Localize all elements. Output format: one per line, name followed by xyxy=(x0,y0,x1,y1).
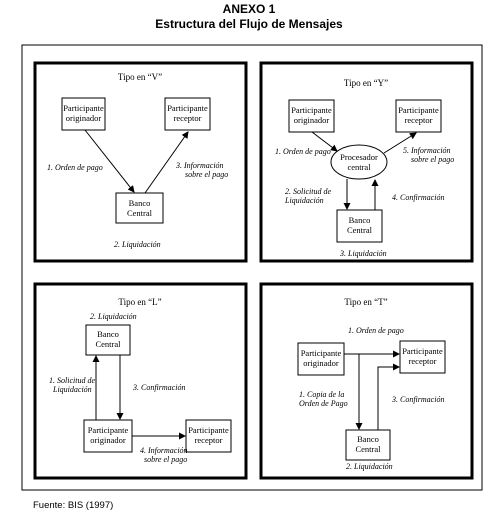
y-step1-label: 1. Orden de pago xyxy=(275,147,331,156)
t-arrow-confirm xyxy=(377,363,400,430)
t-originator-label-2: originador xyxy=(303,358,339,368)
l-receiver-label-1: Participante xyxy=(188,425,229,435)
panel-l: Tipo en “L” 2. Liquidación Banco Central… xyxy=(33,282,248,480)
t-step3-label: 3. Confirmación xyxy=(391,395,444,404)
l-receiver-label-2: receptor xyxy=(195,435,223,445)
v-originator-label-2: originador xyxy=(66,113,102,123)
v-receiver-label-2: receptor xyxy=(174,113,202,123)
t-bank-label-1: Banco xyxy=(357,434,379,444)
l-step4-label-2: sobre el pago xyxy=(144,455,187,464)
v-bank-label-1: Banco xyxy=(129,198,151,208)
y-processor-label-1: Procesador xyxy=(340,152,378,162)
l-step1-label-1: 1. Solicitud de xyxy=(49,376,95,385)
l-bank-label-1: Banco xyxy=(97,329,119,339)
l-step1-label-2: Liquidación xyxy=(52,385,92,394)
y-step4-label: 4. Confirmación xyxy=(392,193,444,202)
y-step5-label-1: 5. Información xyxy=(403,146,451,155)
v-arrow-info xyxy=(144,131,189,194)
v-bank-box xyxy=(115,192,164,224)
y-bank-label-1: Banco xyxy=(349,215,371,225)
l-step2-label: 2. Liquidación xyxy=(90,312,137,321)
y-step5-label-2: sobre el pago xyxy=(411,155,454,164)
panel-t-frame xyxy=(259,282,474,480)
t-receiver-box xyxy=(399,340,446,374)
panel-v: Tipo en “V” Participante originador Part… xyxy=(33,61,248,263)
v-step2-label: 2. Liquidación xyxy=(114,240,161,249)
panel-t-title: Tipo en “T” xyxy=(344,297,387,307)
t-originator-box xyxy=(297,342,345,376)
t-step1-label: 1. Orden de pago xyxy=(348,326,404,335)
v-step3-label-2: sobre el pago xyxy=(185,170,228,179)
l-originator-label-2: originador xyxy=(90,435,126,445)
l-receiver-box xyxy=(185,419,232,453)
y-arrow-order xyxy=(311,131,338,152)
y-receiver-box xyxy=(395,99,442,133)
y-originator-box xyxy=(288,99,335,133)
t-receiver-label-2: receptor xyxy=(409,356,437,366)
v-arrow-order xyxy=(84,129,135,193)
t-bank-box xyxy=(345,429,391,461)
t-step1b-label-2: Orden de Pago xyxy=(299,399,348,408)
panel-y-title: Tipo en “Y” xyxy=(344,78,388,88)
t-originator-label-1: Participante xyxy=(301,348,342,358)
l-bank-label-2: Central xyxy=(95,339,121,349)
y-arrow-info xyxy=(383,132,417,154)
panel-v-frame xyxy=(33,61,248,263)
y-step2-label-1: 2. Solicitud de xyxy=(285,187,331,196)
page-subtitle: Estructura del Flujo de Mensajes xyxy=(155,17,343,31)
panel-y: Tipo en “Y” Participante originador Part… xyxy=(259,61,474,263)
panel-l-title: Tipo en “L” xyxy=(118,297,161,307)
t-receiver-label-1: Participante xyxy=(402,346,443,356)
v-receiver-label-1: Participante xyxy=(167,103,208,113)
y-bank-box xyxy=(336,209,383,243)
panel-y-frame xyxy=(259,61,474,263)
v-step1-label: 1. Orden de pago xyxy=(47,163,103,172)
y-step2-label-2: Liquidación xyxy=(284,196,324,205)
y-step3-label: 3. Liquidación xyxy=(339,249,387,258)
v-originator-box xyxy=(61,97,106,131)
y-originator-label-1: Participante xyxy=(291,105,332,115)
v-originator-label-1: Participante xyxy=(63,103,104,113)
l-step4-label-1: 4. Información xyxy=(140,446,188,455)
y-processor-label-2: central xyxy=(347,162,371,172)
panel-l-frame xyxy=(33,282,248,480)
t-bank-label-2: Central xyxy=(355,444,381,454)
page-title: ANEXO 1 xyxy=(222,2,276,16)
y-processor-ellipse xyxy=(330,144,388,180)
y-bank-label-2: Central xyxy=(347,225,373,235)
l-originator-label-1: Participante xyxy=(88,425,129,435)
t-step1b-label-1: 1. Copia de la xyxy=(299,390,344,399)
y-receiver-label-1: Participante xyxy=(398,105,439,115)
v-bank-label-2: Central xyxy=(127,208,153,218)
l-bank-box xyxy=(85,324,131,356)
v-receiver-box xyxy=(164,97,211,131)
panel-v-title: Tipo en “V” xyxy=(118,72,162,82)
v-step3-label-1: 3. Información xyxy=(175,161,224,170)
panel-t: Tipo en “T” 1. Orden de pago Participant… xyxy=(259,282,474,480)
l-step3-label: 3. Confirmación xyxy=(132,383,185,392)
source-note: Fuente: BIS (1997) xyxy=(33,500,114,511)
y-receiver-label-2: receptor xyxy=(405,115,433,125)
outer-frame xyxy=(21,44,483,491)
t-step2-label: 2. Liquidación xyxy=(346,462,393,471)
y-originator-label-2: originador xyxy=(294,115,330,125)
